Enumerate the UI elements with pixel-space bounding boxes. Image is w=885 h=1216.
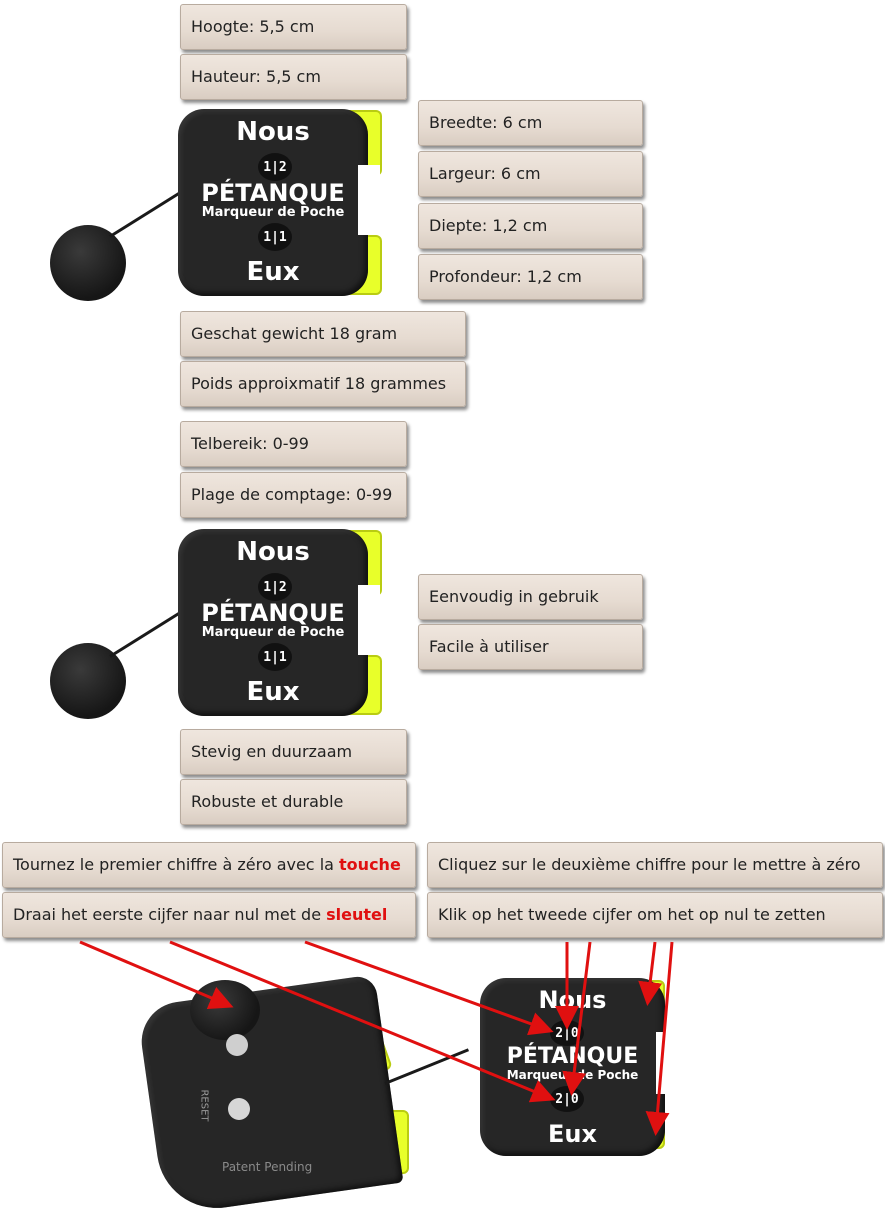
reset-screw-top	[226, 1034, 248, 1056]
arrow-second-3	[638, 941, 663, 1006]
keychain-fob	[50, 643, 126, 719]
label-eux: Eux	[246, 257, 300, 287]
label-height-nl: Hoogte: 5,5 cm	[180, 4, 407, 50]
brand-subtitle: Marqueur de Poche	[201, 205, 345, 220]
label-reset-key-nl: Draai het eerste cijfer naar nul met de …	[2, 892, 416, 938]
label-click-second-fr: Cliquez sur le deuxième chiffre pour le …	[427, 842, 883, 888]
label-height-fr: Hauteur: 5,5 cm	[180, 54, 407, 100]
label-depth-nl: Diepte: 1,2 cm	[418, 203, 643, 249]
keychain-fob	[50, 225, 126, 301]
label-depth-fr: Profondeur: 1,2 cm	[418, 254, 643, 300]
highlight-key-fr: touche	[339, 855, 401, 874]
reset-screw[interactable]	[228, 1098, 250, 1120]
label-click-second-nl: Klik op het tweede cijfer om het op nul …	[427, 892, 883, 938]
counter-device-middle: Nous 1|2 PÉTANQUE Marqueur de Poche 1|1 …	[50, 525, 390, 720]
score-dial-top[interactable]: 1|2	[258, 573, 292, 601]
score-dial-bottom[interactable]: 1|1	[258, 223, 292, 251]
counter-body	[178, 109, 368, 296]
label-nous: Nous	[236, 537, 310, 567]
arrow-key-1	[79, 940, 234, 1009]
body-notch	[358, 165, 380, 235]
arrow-key-2	[169, 940, 556, 1103]
brand-title: PÉTANQUE	[201, 179, 345, 207]
score-dial-top[interactable]: 1|2	[258, 153, 292, 181]
label-weight-fr: Poids approixmatif 18 grammes	[180, 361, 466, 407]
label-sturdy-nl: Stevig en duurzaam	[180, 729, 407, 775]
counter-device-back: RESET Patent Pending	[136, 960, 440, 1216]
label-nous: Nous	[236, 117, 310, 147]
highlight-key-nl: sleutel	[326, 905, 388, 924]
counter-device-top: Nous 1|2 PÉTANQUE Marqueur de Poche 1|1 …	[50, 105, 390, 301]
label-easy-nl: Eenvoudig in gebruik	[418, 574, 643, 620]
label-width-nl: Breedte: 6 cm	[418, 100, 643, 146]
label-eux: Eux	[548, 1120, 597, 1148]
arrow-second-4	[645, 941, 674, 1136]
label-range-fr: Plage de comptage: 0-99	[180, 472, 407, 518]
label-eux: Eux	[246, 677, 300, 707]
brand-title: PÉTANQUE	[506, 1044, 639, 1069]
label-range-nl: Telbereik: 0-99	[180, 421, 407, 467]
score-dial-bottom[interactable]: 1|1	[258, 643, 292, 671]
brand-subtitle: Marqueur de Poche	[201, 625, 345, 640]
label-width-fr: Largeur: 6 cm	[418, 151, 643, 197]
patent-label: Patent Pending	[222, 1160, 313, 1174]
body-notch	[358, 585, 380, 655]
arrow-key-3	[304, 940, 554, 1036]
label-sturdy-fr: Robuste et durable	[180, 779, 407, 825]
brand-title: PÉTANQUE	[201, 599, 345, 627]
label-easy-fr: Facile à utiliser	[418, 624, 643, 670]
label-weight-nl: Geschat gewicht 18 gram	[180, 311, 466, 357]
label-reset-key-fr: Tournez le premier chiffre à zéro avec l…	[2, 842, 416, 888]
arrow-second-2	[562, 941, 592, 1096]
counter-body	[178, 529, 368, 716]
